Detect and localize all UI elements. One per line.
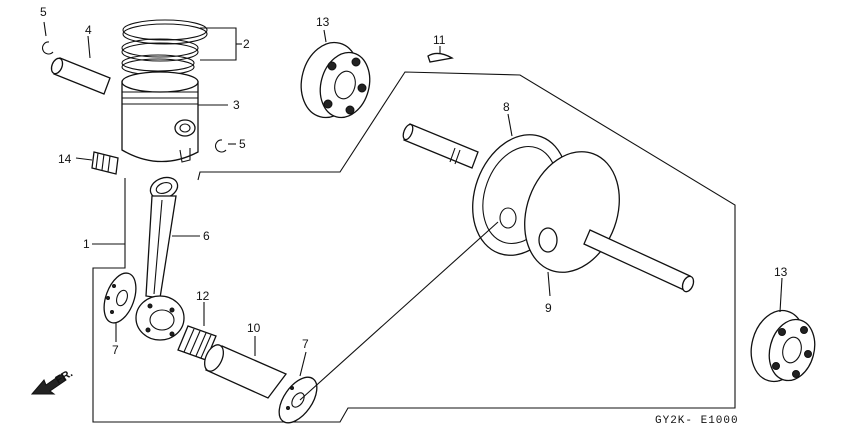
callout-9-crankshaft-right: 9 <box>545 301 552 315</box>
piston-rings <box>121 19 208 76</box>
crankshaft <box>402 123 695 293</box>
callout-2-piston-rings: 2 <box>243 37 250 51</box>
callout-10-crank-pin: 10 <box>247 321 261 335</box>
callout-5-clip-right: 5 <box>239 137 246 151</box>
big-end-bearing <box>177 325 217 361</box>
front-direction-arrow: FR. <box>30 367 75 395</box>
callout-14-small-end-bearing: 14 <box>58 152 72 166</box>
callout-1-crank-assembly: 1 <box>83 237 90 251</box>
pin-clip-right <box>215 139 227 153</box>
pin-clip-top <box>42 41 54 55</box>
callout-12-big-end-bearing: 12 <box>196 289 210 303</box>
piston <box>121 71 199 163</box>
assembly-outline <box>92 71 736 423</box>
small-end-bearing <box>91 151 119 175</box>
callout-13-bearing-right: 13 <box>774 265 788 279</box>
crank-pin <box>203 344 288 399</box>
diagram-code: GY2K- E1000 <box>655 415 739 427</box>
callout-11-woodruff-key: 11 <box>433 33 446 47</box>
ball-bearing-top <box>300 41 371 119</box>
callout-6-connecting-rod: 6 <box>203 229 210 243</box>
piston-pin <box>50 57 111 95</box>
front-direction-label: FR. <box>54 367 75 386</box>
callout-8-crankshaft-left: 8 <box>503 100 510 114</box>
leader-lines <box>43 21 783 401</box>
callout-4-piston-pin: 4 <box>85 23 92 37</box>
callout-5-clip-top: 5 <box>40 5 47 19</box>
callout-3-piston: 3 <box>233 98 240 112</box>
callout-7-washer-left: 7 <box>112 343 119 357</box>
connecting-rod <box>135 176 185 341</box>
callout-13-bearing-top: 13 <box>316 15 330 29</box>
thrust-washer-left <box>103 272 137 324</box>
ball-bearing-right <box>750 309 816 383</box>
thrust-washer-right <box>278 376 318 424</box>
callout-7-washer-right: 7 <box>302 337 309 351</box>
woodruff-key <box>427 52 454 63</box>
